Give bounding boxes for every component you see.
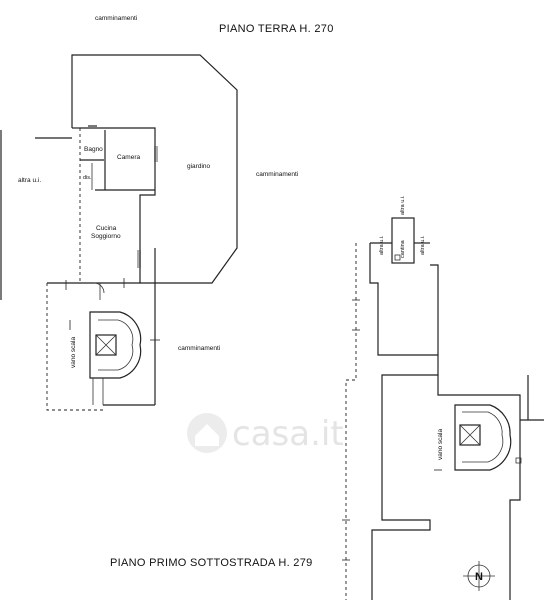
label-camminamenti-right: camminamenti [256, 171, 298, 178]
label-altra-ui-3: altra u.i. [420, 235, 426, 255]
basement-box [515, 457, 522, 464]
label-altra-ui-left: altra u.i. [18, 177, 41, 184]
lift-cross [95, 334, 117, 356]
label-altra-ui-1: altra u.i. [379, 235, 385, 255]
basement-upper-right [430, 264, 439, 355]
apartment-outline [80, 127, 156, 284]
cantina-room [391, 217, 415, 264]
label-camminamenti-bottom: camminamenti [178, 345, 220, 352]
label-cantina: cantina [400, 239, 406, 258]
label-camera: Camera [117, 154, 141, 161]
label-camminamenti-top: camminamenti [95, 15, 137, 22]
watermark-text: casa.it [232, 414, 344, 454]
ground-floor-title: PIANO TERRA H. 270 [219, 23, 334, 35]
ground-floor-plan [0, 54, 238, 411]
basement-floor-plan [342, 217, 544, 600]
watermark: casa.it [187, 413, 344, 454]
stair-block-left [46, 283, 103, 411]
basement-stair-inner [462, 411, 504, 463]
north-compass: N [463, 561, 495, 591]
basement-floor-title: PIANO PRIMO SOTTOSTRADA H. 279 [110, 557, 313, 569]
label-bagno: Bagno [84, 146, 103, 153]
lift-shaft [95, 334, 117, 356]
basement-corridor-left [345, 243, 357, 600]
stair-inner [98, 319, 134, 371]
label-soggiorno: Soggiorno [91, 233, 121, 240]
basement-stair-room [437, 375, 521, 600]
label-giardino: giardino [187, 163, 211, 170]
garden-outline [71, 54, 238, 284]
entrance-door [93, 282, 105, 300]
label-vano-scala-ground: vano scala [70, 337, 77, 368]
cantina-door [394, 254, 401, 261]
label-vano-scala-basement: vano scala [437, 429, 444, 460]
label-altra-ui-2: altra u.i. [400, 195, 406, 215]
label-cucina: Cucina [96, 225, 117, 232]
basement-lift-cross [459, 424, 481, 446]
basement-corridor-right [369, 243, 439, 600]
compass-letter: N [475, 571, 483, 583]
basement-lift-shaft [459, 424, 481, 446]
label-dis: dis. [83, 175, 92, 181]
stair-case [89, 311, 142, 379]
basement-stair-case [454, 404, 512, 471]
watermark-house-icon [187, 413, 227, 453]
